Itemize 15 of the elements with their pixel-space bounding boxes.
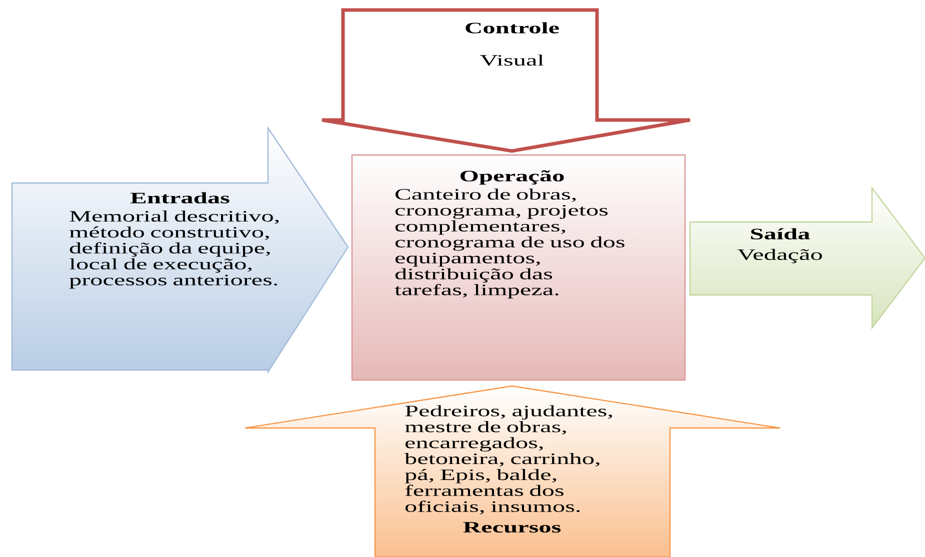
description: Memorial descritivo, método construtivo, definição da equipe, local de execução, processos anteriores. xyxy=(69,210,279,289)
heading: Recursos xyxy=(463,522,561,533)
heading: Operação xyxy=(460,170,564,185)
description: Pedreiros, ajudantes, mestre de obras, encarregados, betoneira, carrinho, pá, Epis, balde, ferramentas dos oficiais, insumos. xyxy=(404,405,612,514)
description: Visual xyxy=(480,54,544,66)
down-block-arrow xyxy=(320,8,692,153)
up-block-arrow xyxy=(244,385,781,557)
description: Canteiro de obras, cronograma, projetos complementares, cronograma de uso dos equipamentos, distribuição das tarefas, limpeza. xyxy=(394,188,624,298)
right-block-arrow xyxy=(11,126,349,374)
process-box xyxy=(351,154,686,381)
heading: Saída xyxy=(751,228,810,240)
description: Vedação xyxy=(737,248,822,264)
heading: Controle xyxy=(466,22,559,34)
heading: Entradas xyxy=(130,192,230,204)
right-block-arrow xyxy=(689,186,925,330)
